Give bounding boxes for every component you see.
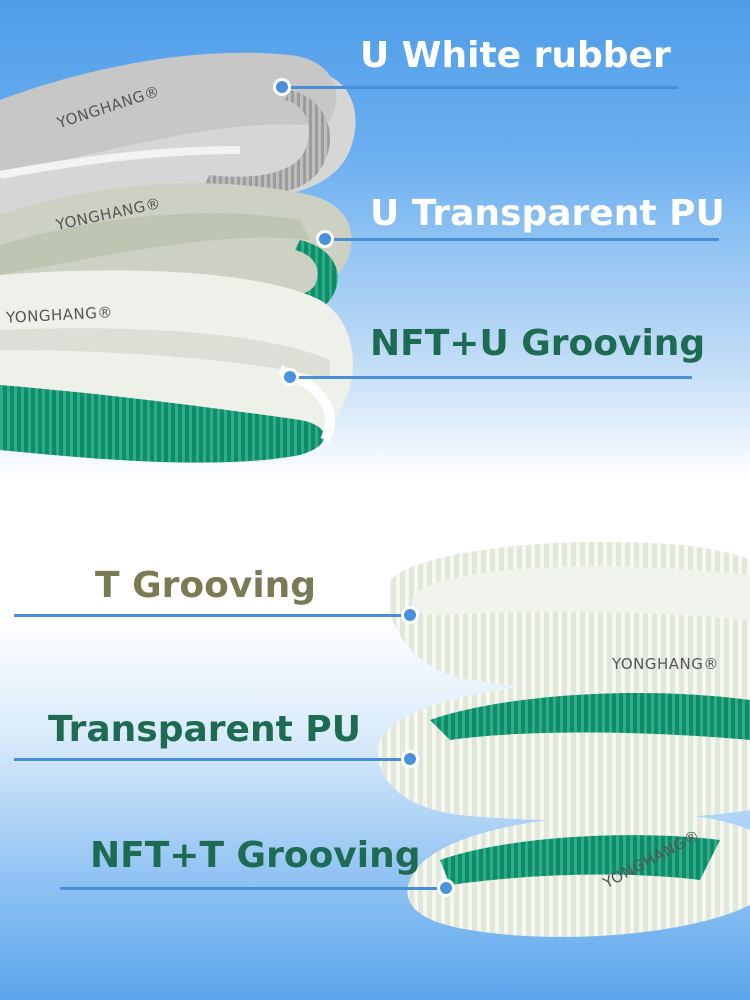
belt-u-transparent-pu — [0, 183, 352, 319]
pointer-dot-t-grooving — [401, 606, 419, 624]
pointer-line-t-grooving — [14, 614, 410, 617]
label-transparent-pu: Transparent PU — [48, 709, 361, 750]
pointer-line-nft-u-grooving — [290, 376, 692, 379]
belt-transparent-pu — [378, 680, 750, 821]
pointer-line-transparent-pu — [14, 758, 410, 761]
label-nft-u-grooving: NFT+U Grooving — [370, 323, 706, 364]
label-u-transparent-pu: U Transparent PU — [370, 193, 725, 234]
pointer-dot-transparent-pu — [401, 750, 419, 768]
pointer-line-u-white-rubber — [282, 86, 678, 89]
pointer-dot-u-transparent-pu — [316, 230, 334, 248]
label-u-white-rubber: U White rubber — [360, 35, 671, 76]
label-t-grooving: T Grooving — [95, 565, 317, 606]
pointer-dot-nft-t-grooving — [437, 879, 455, 897]
pointer-line-u-transparent-pu — [325, 238, 719, 241]
label-nft-t-grooving: NFT+T Grooving — [90, 835, 421, 876]
pointer-dot-nft-u-grooving — [281, 368, 299, 386]
belt-u-white-rubber — [0, 52, 356, 215]
belt-t-grooving — [388, 541, 750, 697]
brand-mark-4: YONGHANG® — [612, 655, 719, 673]
belt-nft-u-grooving — [0, 270, 353, 463]
pointer-line-nft-t-grooving — [60, 887, 446, 890]
belt-nft-t-grooving — [407, 814, 750, 937]
pointer-dot-u-white-rubber — [273, 78, 291, 96]
